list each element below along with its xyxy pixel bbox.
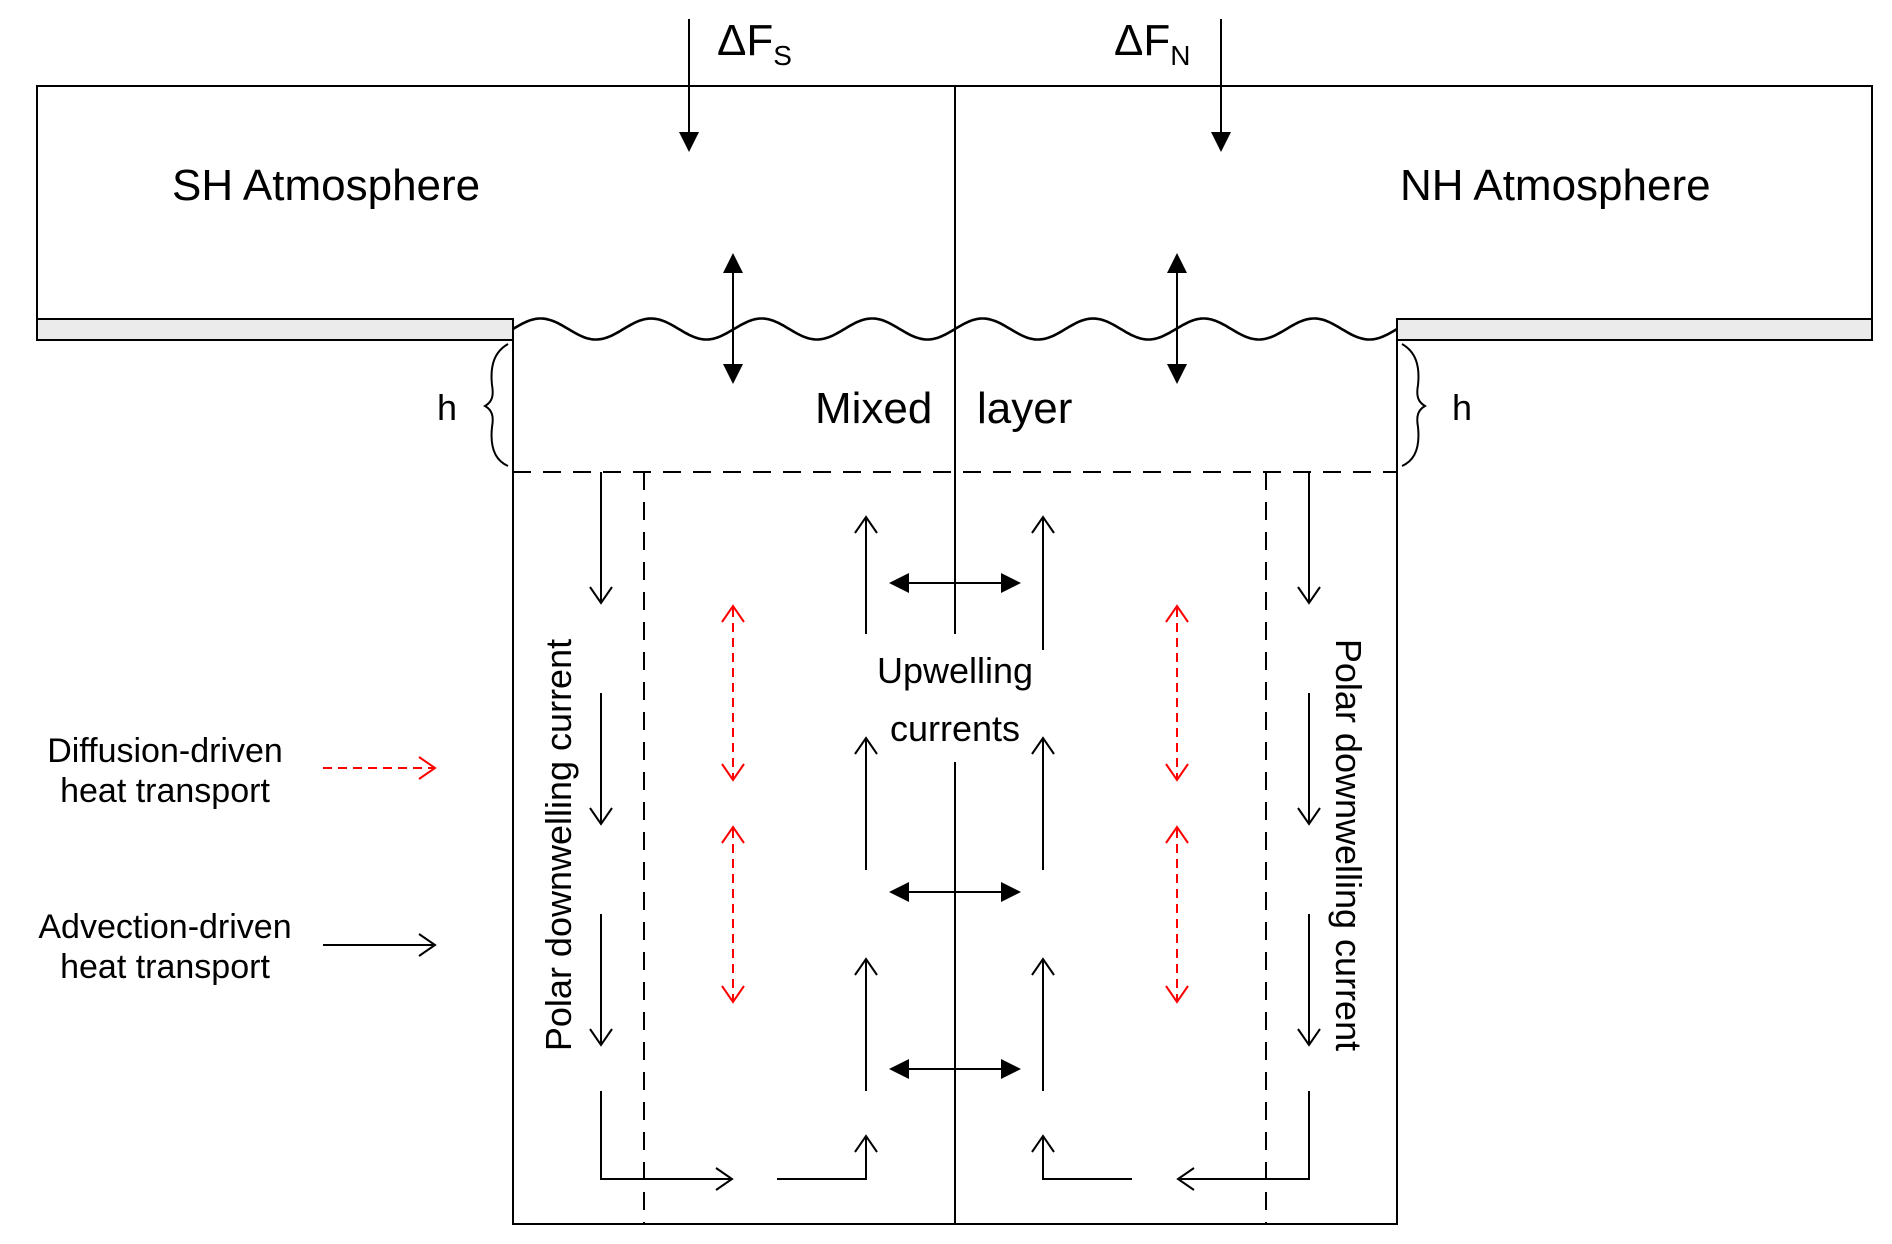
forcing-north-label: ΔFN (1114, 16, 1191, 71)
legend-advection-label-line2: heat transport (60, 948, 270, 986)
sh-diffusion-arrowhead-down-icon (721, 763, 745, 782)
nh-downwelling-arrowhead-icon (1297, 807, 1321, 826)
nh-atmosphere-label: NH Atmosphere (1400, 161, 1711, 210)
sh-polar-downwelling-label: Polar downwelling current (538, 639, 579, 1051)
nh-downwelling-arrowhead-icon (1297, 586, 1321, 605)
sh-mixed-layer-depth-brace (482, 343, 509, 467)
nh-diffusion-arrowhead-up-icon (1165, 604, 1189, 623)
atmosphere-box (36, 85, 1873, 341)
sh-air-sea-exchange-arrow-up-icon (723, 253, 743, 273)
legend-diffusion-label-line1: Diffusion-driven (47, 732, 283, 770)
nh-upwelling-arrowhead-icon (1031, 736, 1055, 755)
sh-bottom-flow-path (600, 1091, 732, 1180)
sh-downwelling-arrowhead-icon (589, 807, 613, 826)
nh-air-sea-exchange-arrow-down-icon (1167, 364, 1187, 384)
sh-air-sea-exchange-arrow-down-icon (723, 364, 743, 384)
nh-diffusion-arrowhead-down-icon (1165, 985, 1189, 1004)
sh-sea-ice-strip (36, 318, 514, 341)
interhemispheric-exchange-arrow-right-icon (1001, 1059, 1021, 1079)
interhemispheric-exchange-arrow-left-icon (889, 1059, 909, 1079)
sh-upwelling-arrowhead-icon (854, 515, 878, 534)
nh-downwelling-arrowhead-icon (1297, 1028, 1321, 1047)
sh-upwelling-bottom-connector (777, 1136, 867, 1180)
interhemispheric-exchange-arrow-right-icon (1001, 882, 1021, 902)
upwelling-label-line1: Upwelling (877, 650, 1033, 691)
sh-upwelling-arrowhead-icon (854, 736, 878, 755)
sh-atmosphere-label: SH Atmosphere (172, 161, 480, 210)
forcing-north-symbol: ΔF (1114, 16, 1170, 65)
mixed-layer-label-left: Mixed (815, 384, 932, 433)
nh-upwelling-arrowhead-icon (1031, 515, 1055, 534)
sh-diffusion-arrowhead-up-icon (721, 825, 745, 844)
forcing-north-subscript: N (1170, 40, 1190, 71)
sh-upwelling-bottom-arrowhead-icon (854, 1134, 878, 1153)
sh-diffusion-arrowhead-down-icon (721, 985, 745, 1004)
sh-mixed-layer-depth-label: h (437, 387, 457, 428)
nh-bottom-flow-arrowhead-icon (1176, 1167, 1195, 1191)
nh-mixed-layer-depth-label: h (1452, 387, 1472, 428)
sh-downwelling-arrowhead-icon (589, 1028, 613, 1047)
sh-upwelling-arrowhead-icon (854, 957, 878, 976)
upwelling-label-line2: currents (890, 708, 1020, 749)
nh-polar-downwelling-label: Polar downwelling current (1328, 639, 1369, 1051)
nh-bottom-flow-path (1178, 1091, 1310, 1180)
nh-mixed-layer-depth-brace (1401, 343, 1428, 467)
forcing-north-arrow-icon (1211, 132, 1231, 152)
forcing-south-symbol: ΔF (717, 16, 773, 65)
interhemispheric-exchange-arrow-left-icon (889, 882, 909, 902)
sh-bottom-flow-arrowhead-icon (715, 1167, 734, 1191)
legend-diffusion-label-line2: heat transport (60, 772, 270, 810)
nh-upwelling-bottom-connector (1042, 1136, 1132, 1180)
legend-advection-label-line1: Advection-driven (38, 908, 291, 946)
mixed-layer-label-right: layer (977, 384, 1072, 433)
nh-air-sea-exchange-arrow-up-icon (1167, 253, 1187, 273)
legend-advection-arrow-icon (418, 933, 437, 957)
nh-diffusion-arrowhead-down-icon (1165, 763, 1189, 782)
sh-diffusion-arrowhead-up-icon (721, 604, 745, 623)
nh-sea-ice-strip (1396, 318, 1873, 341)
diagram-shapes (323, 19, 1428, 1225)
nh-diffusion-arrowhead-up-icon (1165, 825, 1189, 844)
forcing-south-arrow-icon (679, 132, 699, 152)
forcing-south-subscript: S (773, 40, 792, 71)
sh-downwelling-arrowhead-icon (589, 586, 613, 605)
interhemispheric-exchange-arrow-right-icon (1001, 573, 1021, 593)
nh-upwelling-bottom-arrowhead-icon (1031, 1134, 1055, 1153)
nh-upwelling-arrowhead-icon (1031, 957, 1055, 976)
forcing-south-label: ΔFS (717, 16, 792, 71)
interhemispheric-exchange-arrow-left-icon (889, 573, 909, 593)
legend-diffusion-arrow-icon (418, 756, 437, 780)
